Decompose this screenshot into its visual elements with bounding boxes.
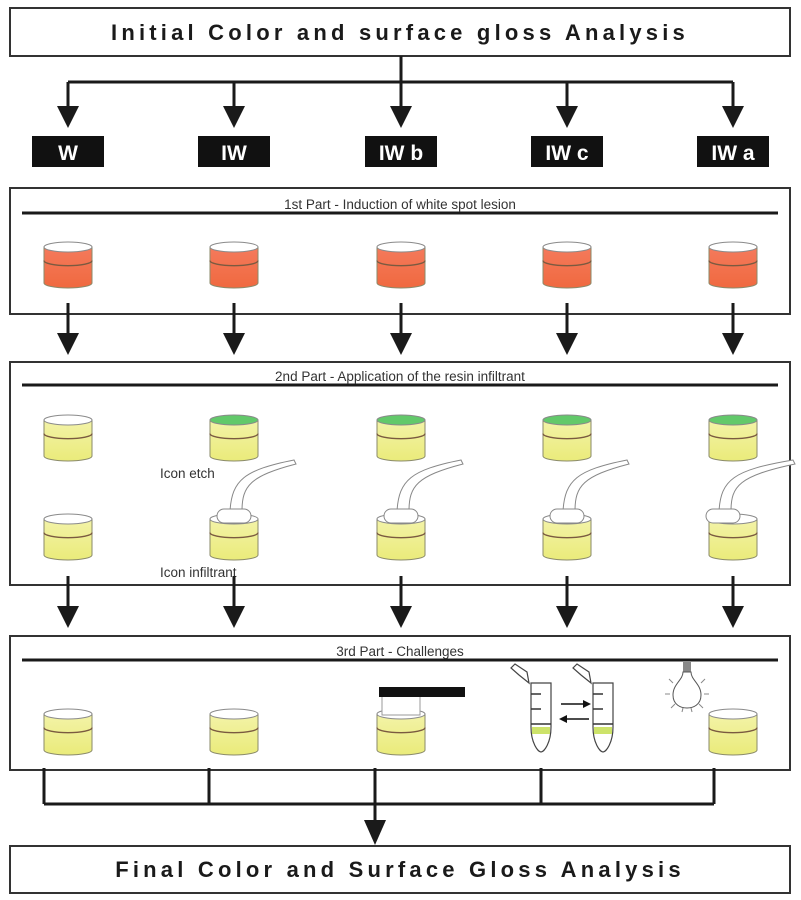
part3-title: 3rd Part - Challenges (336, 644, 464, 659)
lesion-specimen-2 (209, 241, 259, 289)
group-arrows (57, 82, 744, 128)
group-labels: W IW IW b IW c IW a (32, 136, 769, 167)
icon-etch-label: Icon etch (160, 466, 215, 481)
part2-arrow-5 (722, 576, 744, 628)
challenge-specimen-1 (43, 708, 93, 756)
lesion-specimen-1 (43, 241, 93, 289)
svg-text:IW: IW (221, 142, 247, 165)
infiltrated-specimen-1 (43, 513, 93, 561)
part2-arrow-4 (556, 576, 578, 628)
lesion-specimen-4 (542, 241, 592, 289)
etched-specimen-4 (542, 414, 592, 462)
group-label-iw-a: IW a (697, 136, 769, 167)
group-label-iw-c: IW c (531, 136, 603, 167)
infiltrant-syringe-tip-3 (383, 459, 464, 524)
etched-specimen-2 (209, 414, 259, 462)
branch-arrow-4 (556, 82, 578, 128)
infiltrant-syringe-tip-2 (216, 459, 297, 524)
toothbrush-icon (379, 687, 465, 697)
microtube-icon-2 (572, 663, 614, 753)
part2-title: 2nd Part - Application of the resin infi… (275, 369, 525, 384)
group-label-w: W (32, 136, 104, 167)
part1-arrow-1 (57, 303, 79, 355)
branch-arrow-1 (57, 82, 79, 128)
part2-arrow-2 (223, 576, 245, 628)
light-aging-challenge (665, 662, 758, 756)
svg-text:IW b: IW b (379, 142, 423, 165)
part1-arrow-3 (390, 303, 412, 355)
infiltrant-syringe-tip-5 (705, 459, 796, 524)
brushing-challenge (376, 687, 465, 756)
svg-text:IW c: IW c (545, 142, 588, 165)
part1-box: 1st Part - Induction of white spot lesio… (9, 187, 791, 315)
lesion-specimen-3 (376, 241, 426, 289)
part1-arrow-5 (722, 303, 744, 355)
part2-arrow-3 (390, 576, 412, 628)
light-aged-specimen (708, 708, 758, 756)
svg-text:IW a: IW a (711, 142, 754, 165)
final-analysis-box: Final Color and Surface Gloss Analysis (9, 845, 791, 894)
etched-specimen-3 (376, 414, 426, 462)
etched-specimen-1 (43, 414, 93, 462)
part2-arrow-1 (57, 576, 79, 628)
challenge-specimen-2 (209, 708, 259, 756)
initial-analysis-title: Initial Color and surface gloss Analysis (111, 20, 689, 45)
group-label-iw-b: IW b (365, 136, 437, 167)
part1-arrow-4 (556, 303, 578, 355)
part3-box: 3rd Part - Challenges (9, 635, 791, 771)
header-branch (68, 56, 733, 84)
icon-infiltrant-label: Icon infiltrant (160, 565, 237, 580)
microtube-icon-1 (510, 663, 552, 753)
lesion-specimen-5 (708, 241, 758, 289)
part1-title: 1st Part - Induction of white spot lesio… (284, 197, 516, 212)
infiltrant-syringe-tip-4 (549, 459, 630, 524)
branch-arrow-2 (223, 82, 245, 128)
branch-arrow-5 (722, 82, 744, 128)
brushed-specimen (376, 708, 426, 756)
final-analysis-title: Final Color and Surface Gloss Analysis (115, 857, 685, 882)
final-arrow-head (364, 820, 386, 845)
initial-analysis-box: Initial Color and surface gloss Analysis (9, 7, 791, 57)
ph-cycling-challenge (510, 663, 614, 753)
branch-arrow-3 (390, 82, 412, 128)
group-label-iw: IW (198, 136, 270, 167)
part1-arrow-2 (223, 303, 245, 355)
svg-text:W: W (58, 142, 78, 165)
light-bulb-icon (665, 662, 709, 713)
etched-specimen-5 (708, 414, 758, 462)
part2-box: 2nd Part - Application of the resin infi… (9, 361, 796, 586)
